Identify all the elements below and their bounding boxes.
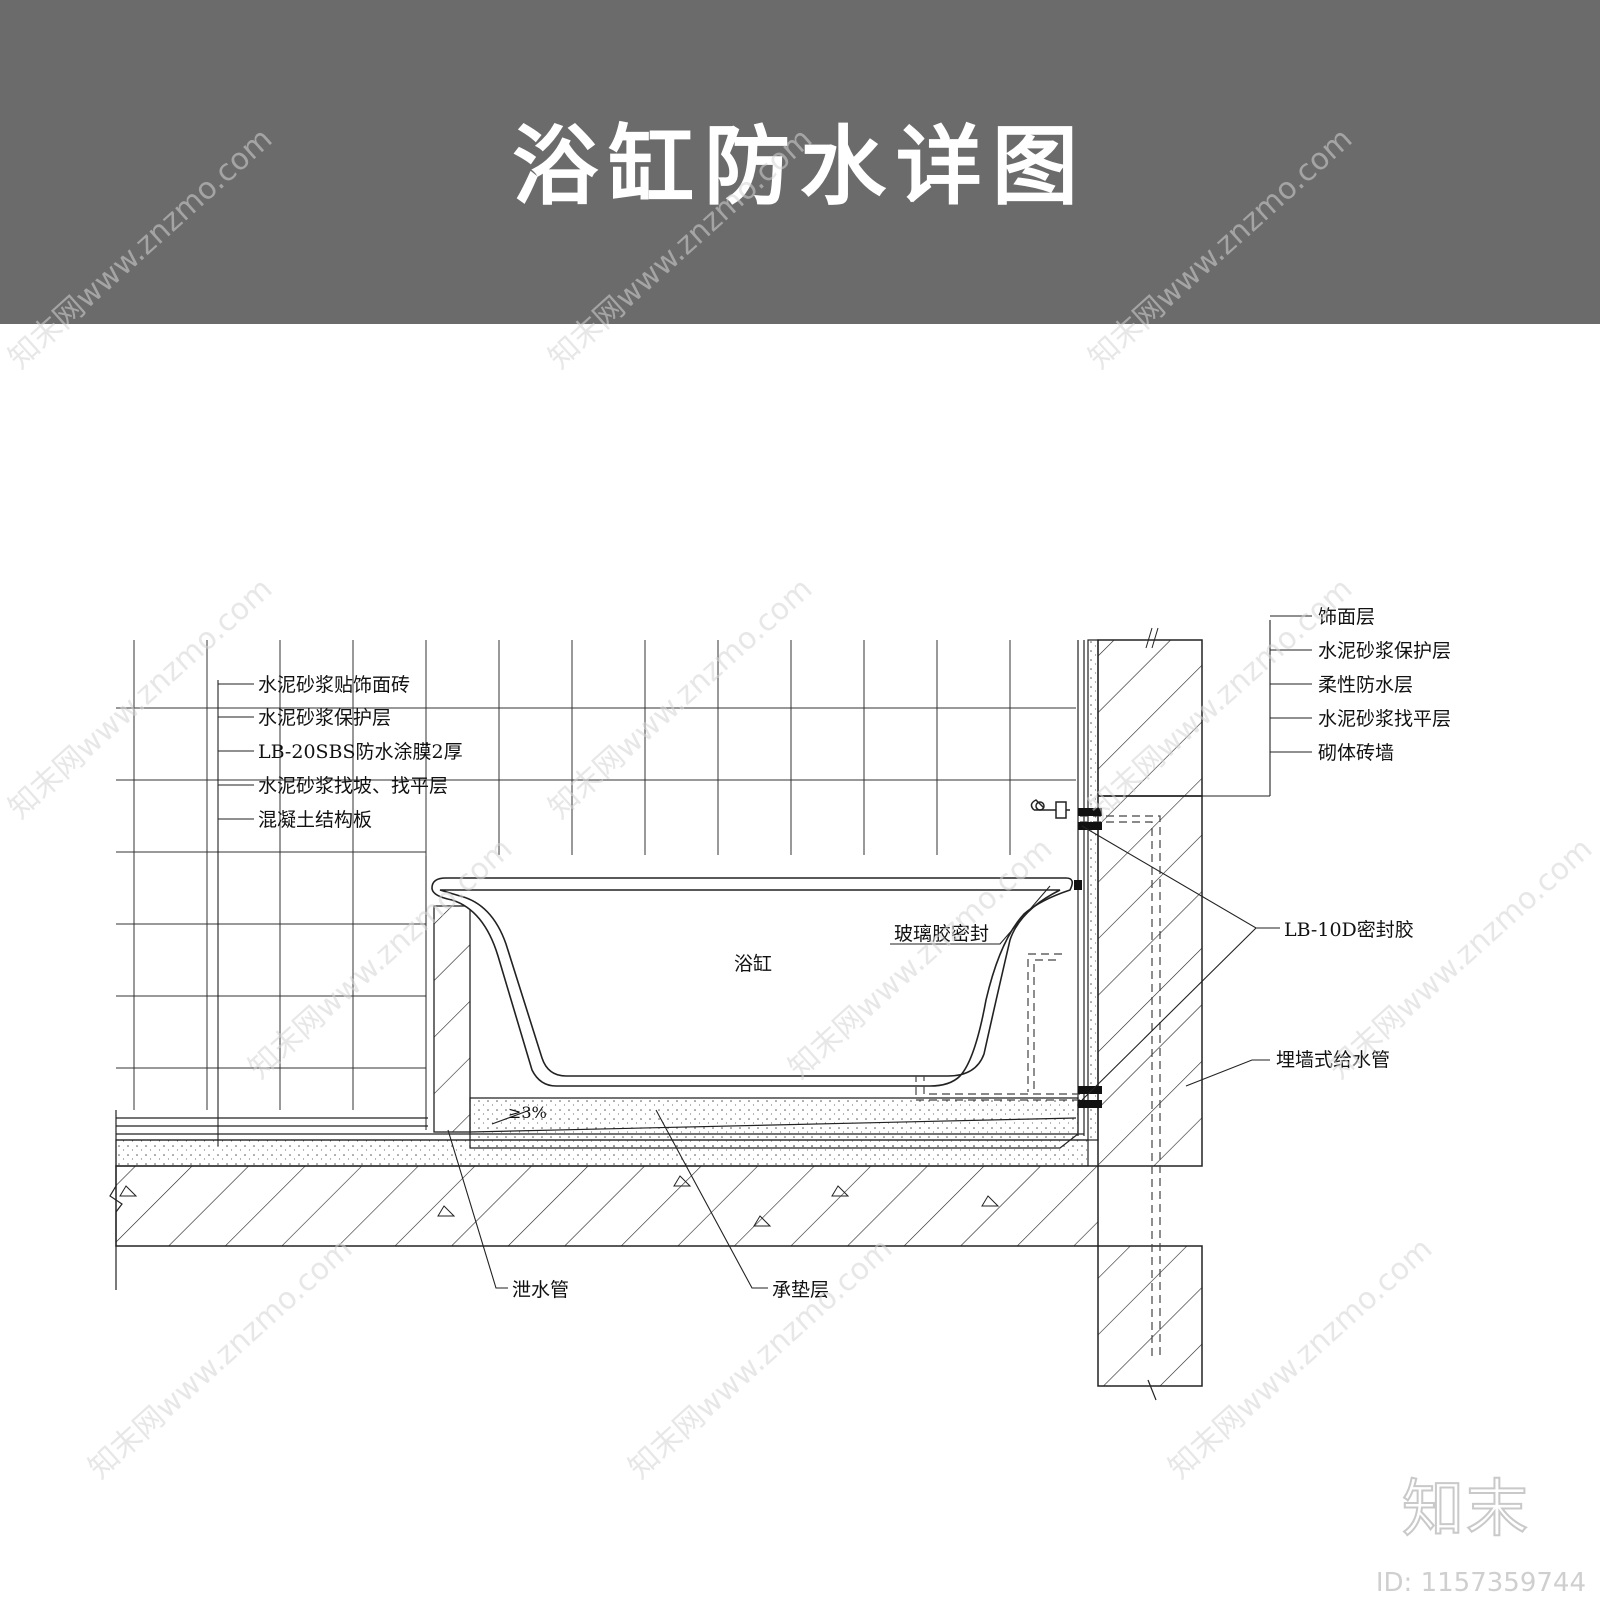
left-callout-1: 水泥砂浆贴饰面砖	[258, 674, 410, 696]
watermark: 知末网www.znzmo.com	[2, 571, 279, 826]
right-callout-5: 砌体砖墙	[1318, 742, 1394, 764]
bedding-label: 承垫层	[772, 1279, 829, 1301]
supply-pipe-label: 埋墙式给水管	[1276, 1049, 1390, 1071]
annotation-leaders	[447, 825, 1280, 1289]
brand-logo: 知末	[1401, 1471, 1531, 1546]
watermark: 知末网www.znzmo.com	[82, 1231, 359, 1486]
watermark: 知末网www.znzmo.com	[242, 831, 519, 1086]
break-lines	[109, 1110, 1157, 1401]
concrete-structural-slab	[115, 1165, 1099, 1247]
watermark: 知末网www.znzmo.com	[542, 571, 819, 826]
right-callout-3: 柔性防水层	[1318, 674, 1413, 696]
left-callout-leaders	[217, 680, 254, 1146]
bathtub	[431, 877, 1074, 1087]
right-callout-1: 饰面层	[1318, 606, 1375, 628]
left-callout-2: 水泥砂浆保护层	[258, 707, 391, 729]
watermark: 知末网www.znzmo.com	[1082, 121, 1359, 376]
left-callout-5: 混凝土结构板	[258, 809, 372, 831]
title-banner: 浴缸防水详图	[0, 0, 1600, 324]
right-callout-leaders	[1100, 615, 1312, 797]
bathtub-label: 浴缸	[734, 953, 772, 975]
id-text: ID: 1157359744	[1375, 1568, 1586, 1598]
concealed-supply-pipe	[915, 815, 1161, 1360]
bath-apron-wall	[425, 856, 471, 1133]
right-callout-2: 水泥砂浆保护层	[1318, 640, 1451, 662]
left-callout-4: 水泥砂浆找坡、找平层	[258, 775, 448, 797]
watermark: 知末网www.znzmo.com	[622, 1231, 899, 1486]
right-callout-4: 水泥砂浆找平层	[1318, 708, 1451, 730]
masonry-brick-wall	[1097, 627, 1203, 1387]
wall-tile-grid	[116, 640, 1076, 1110]
slope-label: ≥3%	[508, 1103, 547, 1122]
bedding-layer	[469, 1097, 1079, 1149]
watermark: 知末网www.znzmo.com	[542, 121, 819, 376]
slope-line	[469, 1117, 1077, 1133]
watermark: 知末网www.znzmo.com	[1322, 831, 1599, 1086]
drain-pipe-label: 泄水管	[512, 1279, 569, 1301]
left-callout-3: LB-20SBS防水涂膜2厚	[258, 741, 463, 763]
page-title: 浴缸防水详图	[512, 117, 1088, 217]
faucet	[1030, 799, 1070, 819]
sealant-blocks	[1074, 808, 1102, 1108]
watermark: 知末网www.znzmo.com	[2, 121, 279, 376]
glass-glue-label: 玻璃胶密封	[894, 923, 989, 945]
sealant-label: LB-10D密封胶	[1284, 919, 1414, 941]
watermark: 知末网www.znzmo.com	[1162, 1231, 1439, 1486]
